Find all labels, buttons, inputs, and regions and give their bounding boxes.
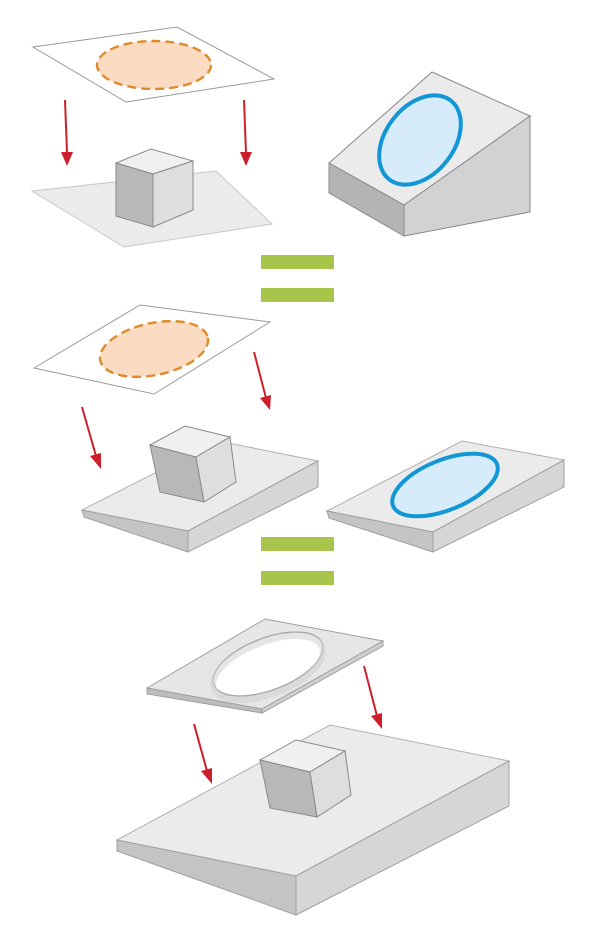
cube-1 — [114, 148, 195, 228]
down-arrow-icon — [363, 665, 382, 729]
blue-ellipse-1 — [377, 93, 463, 187]
down-arrow-icon — [193, 723, 212, 784]
sloped-projection-2 — [325, 440, 566, 553]
cube-3 — [258, 739, 352, 818]
dashed-ellipse-1 — [95, 39, 213, 91]
section-3 — [115, 618, 511, 916]
down-arrow-icon — [81, 406, 101, 469]
stencil-plane-1 — [31, 26, 276, 103]
cube-2 — [148, 425, 237, 503]
wedge-projection-1 — [328, 71, 532, 237]
equals-sign-icon — [261, 255, 334, 302]
section-1 — [30, 26, 532, 248]
cutout-plate — [145, 618, 385, 714]
dashed-ellipse-2 — [98, 319, 210, 379]
down-arrow-icon — [253, 351, 271, 410]
section-2 — [32, 304, 566, 553]
stencil-plane-2 — [32, 304, 272, 395]
blue-ellipse-2 — [390, 451, 500, 519]
equals-sign-icon — [261, 537, 334, 585]
down-arrow-icon — [61, 99, 73, 166]
down-arrow-icon — [240, 99, 252, 166]
